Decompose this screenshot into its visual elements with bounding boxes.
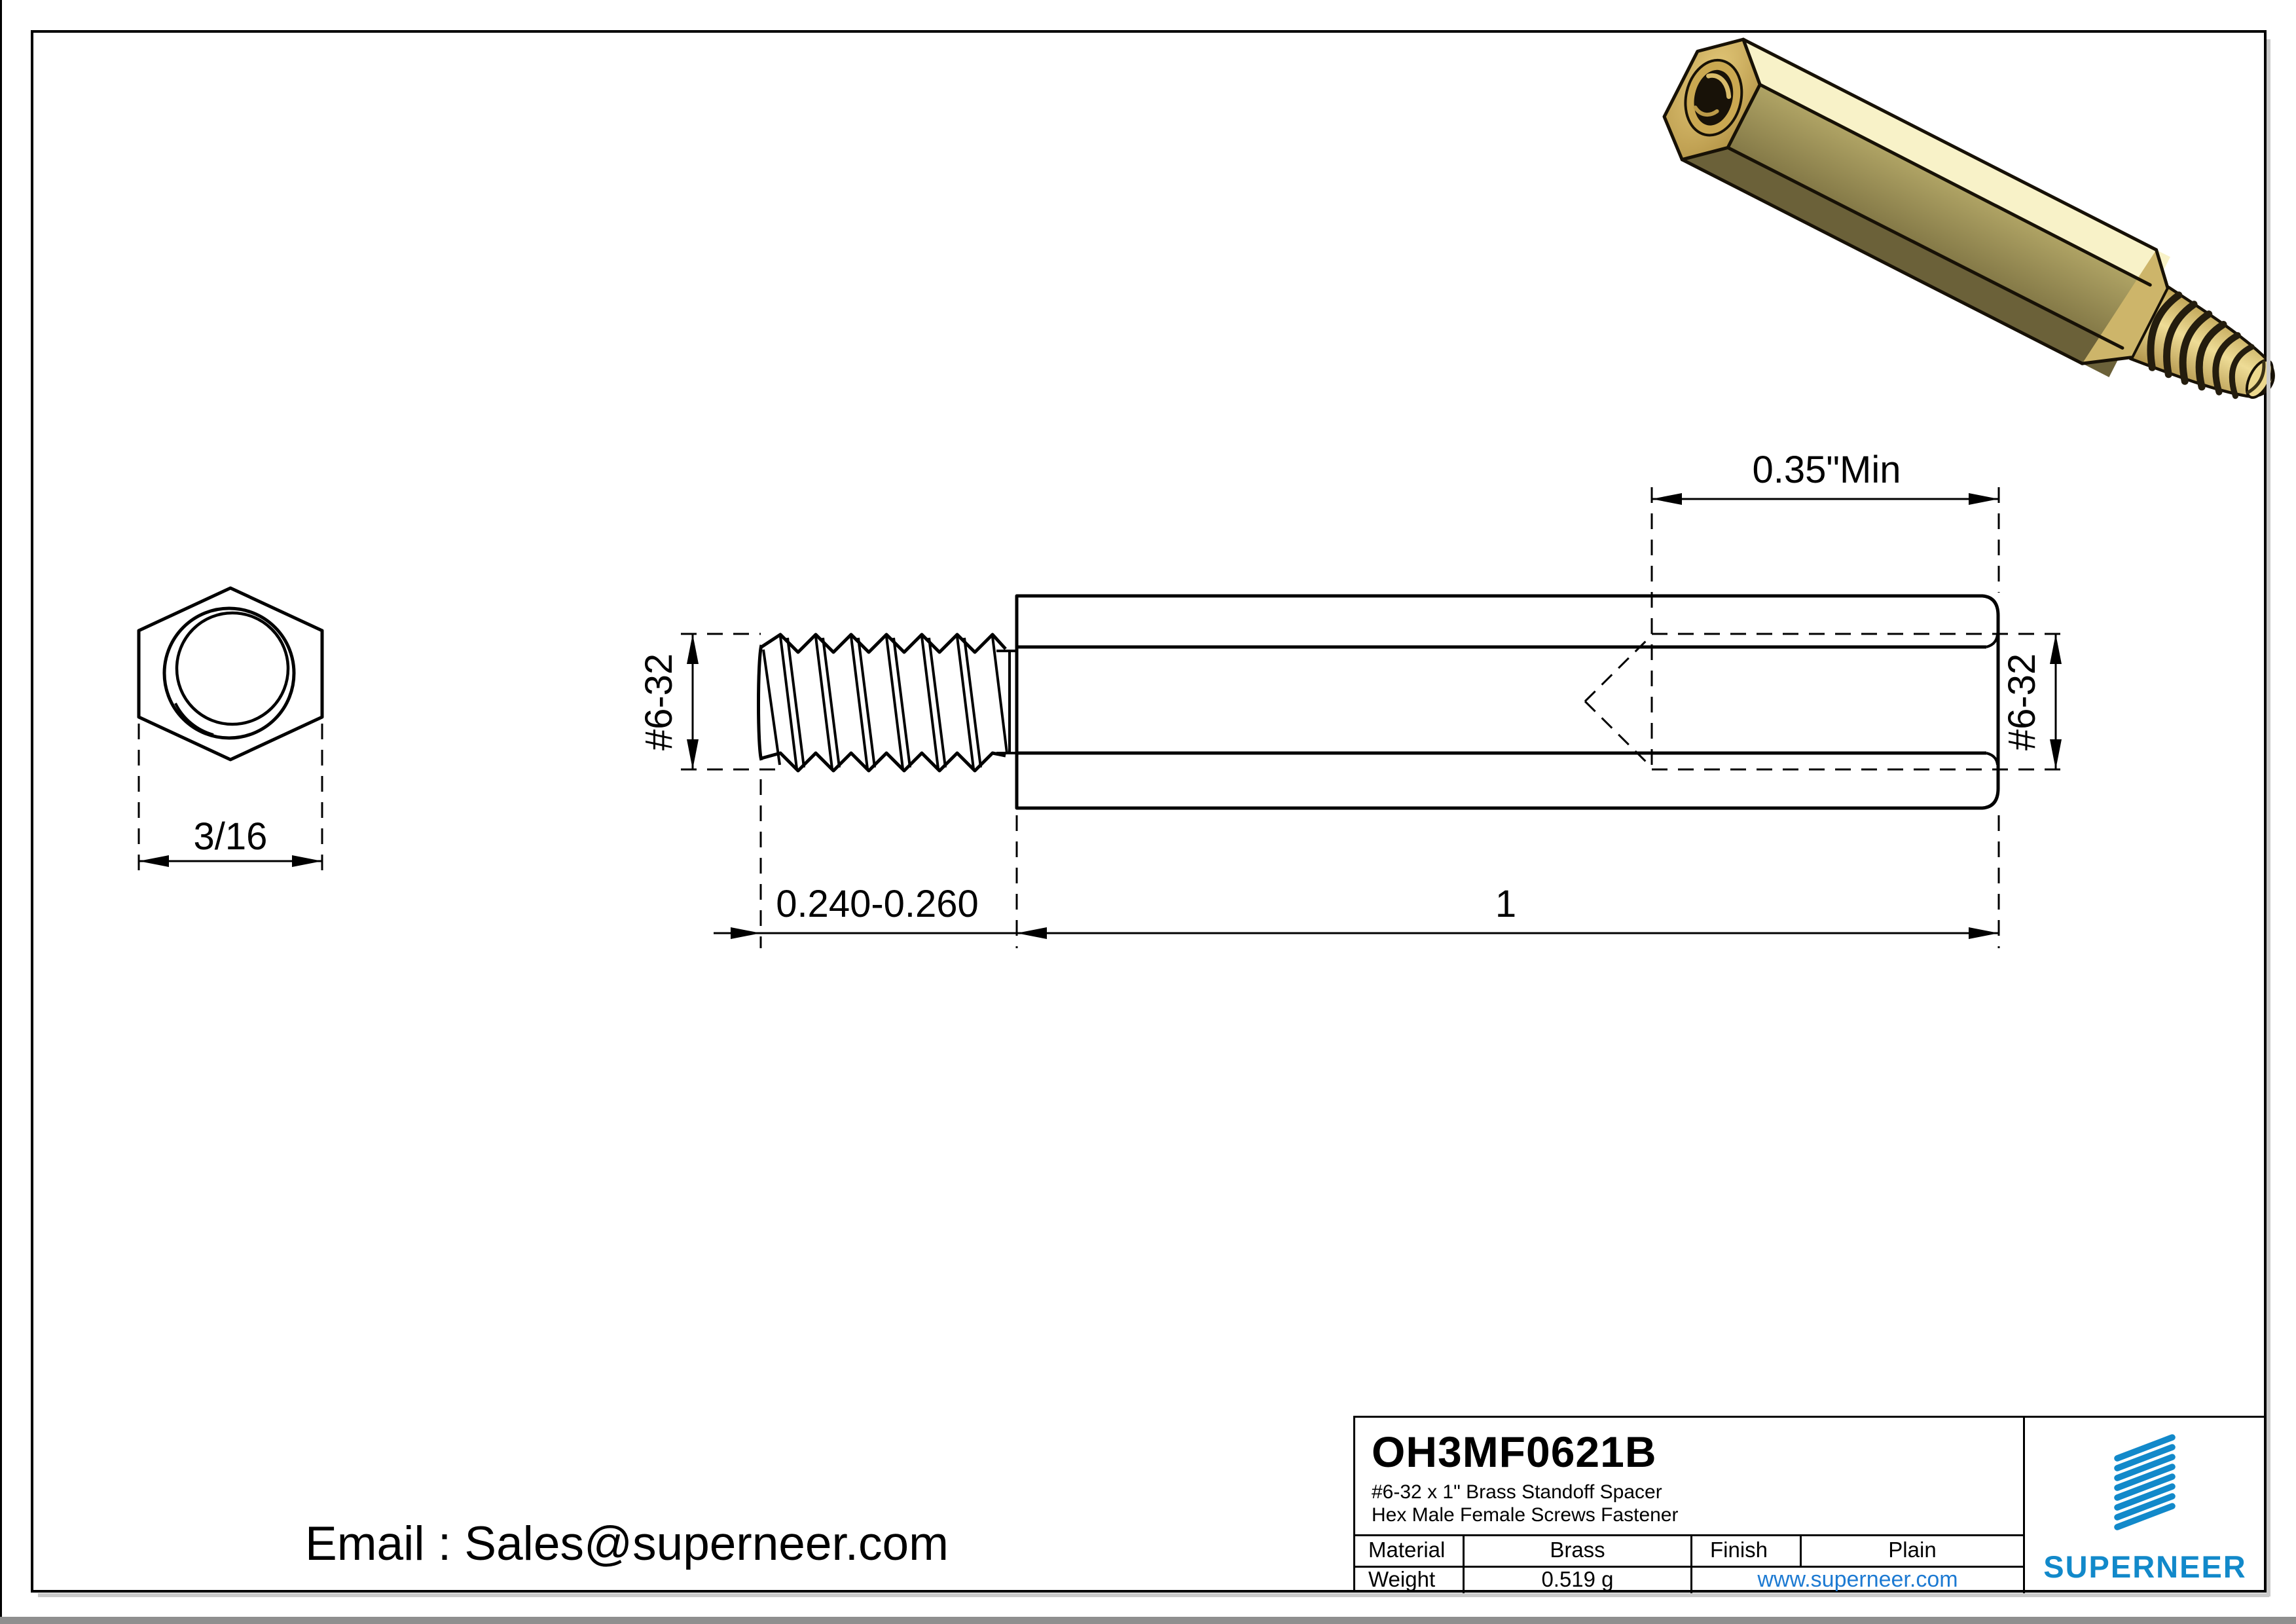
- dim-thread-size-left: #6-32: [638, 654, 680, 750]
- contact-email: Email : Sales@superneer.com: [305, 1517, 949, 1570]
- body-outline: [1015, 594, 2000, 810]
- thread-runout-arc: [174, 703, 214, 736]
- drill-point-hidden: [1584, 634, 1653, 769]
- finish-label: Finish: [1710, 1538, 1768, 1562]
- weight-label: Weight: [1368, 1567, 1436, 1591]
- hole-minor-circle: [175, 611, 290, 726]
- dim-thread-size-right: #6-32: [2001, 654, 2043, 750]
- website-link[interactable]: www.superneer.com: [1757, 1566, 1958, 1592]
- weight-value: 0.519 g: [1541, 1567, 1614, 1591]
- end-chamfer-arcs: [1986, 633, 1999, 766]
- thread-top-profile: [760, 633, 1007, 654]
- dim-hex-width: 3/16: [194, 815, 268, 858]
- finish-value: Plain: [1888, 1538, 1937, 1562]
- dim-body-length: 1: [1495, 883, 1516, 925]
- render-face-mid: [1728, 84, 2156, 350]
- hex-extension-lines: [137, 724, 323, 881]
- standoff-3d-render: [1662, 37, 2275, 399]
- page-edge-bottom: [0, 1617, 2296, 1624]
- length-extension-lines: [759, 779, 2000, 948]
- female-depth-extensions: [1650, 487, 2000, 774]
- view-side: [681, 487, 2066, 948]
- thread-bottom-profile: [761, 751, 1006, 773]
- brand-name: SUPERNEER: [2043, 1549, 2247, 1584]
- hole-major-circle: [162, 606, 296, 740]
- render-end-chamfer: [2082, 249, 2168, 364]
- render-face-top: [1743, 39, 2170, 286]
- part-description: #6-32 x 1" Brass Standoff Spacer Hex Mal…: [1372, 1481, 1679, 1526]
- material-label: Material: [1368, 1538, 1446, 1562]
- part-description-line1: #6-32 x 1" Brass Standoff Spacer: [1372, 1481, 1662, 1503]
- part-description-line2: Hex Male Female Screws Fastener: [1372, 1504, 1679, 1526]
- sheet-border: [31, 30, 2267, 1593]
- view-hex-end: [137, 586, 324, 881]
- part-number: OH3MF0621B: [1372, 1428, 1657, 1476]
- male-thread-dia-extensions: [681, 633, 786, 771]
- material-value: Brass: [1550, 1538, 1605, 1562]
- frame-shadow-bottom: [38, 1593, 2269, 1597]
- dim-female-depth: 0.35"Min: [1753, 449, 1901, 491]
- brand-panel: SUPERNEER: [2023, 1418, 2267, 1593]
- female-thread-hidden-lines: [1652, 633, 2066, 771]
- thread-neck: [996, 650, 1017, 754]
- page-edge-left: [0, 0, 2, 1624]
- frame-shadow-right: [2267, 39, 2270, 1596]
- dim-thread-length: 0.240-0.260: [776, 883, 979, 925]
- render-face-bottom: [1682, 147, 2124, 377]
- title-block: OH3MF0621B #6-32 x 1" Brass Standoff Spa…: [1353, 1416, 2267, 1593]
- superneer-logo-icon: [2114, 1434, 2176, 1530]
- hex-flat-lines: [1017, 645, 1986, 755]
